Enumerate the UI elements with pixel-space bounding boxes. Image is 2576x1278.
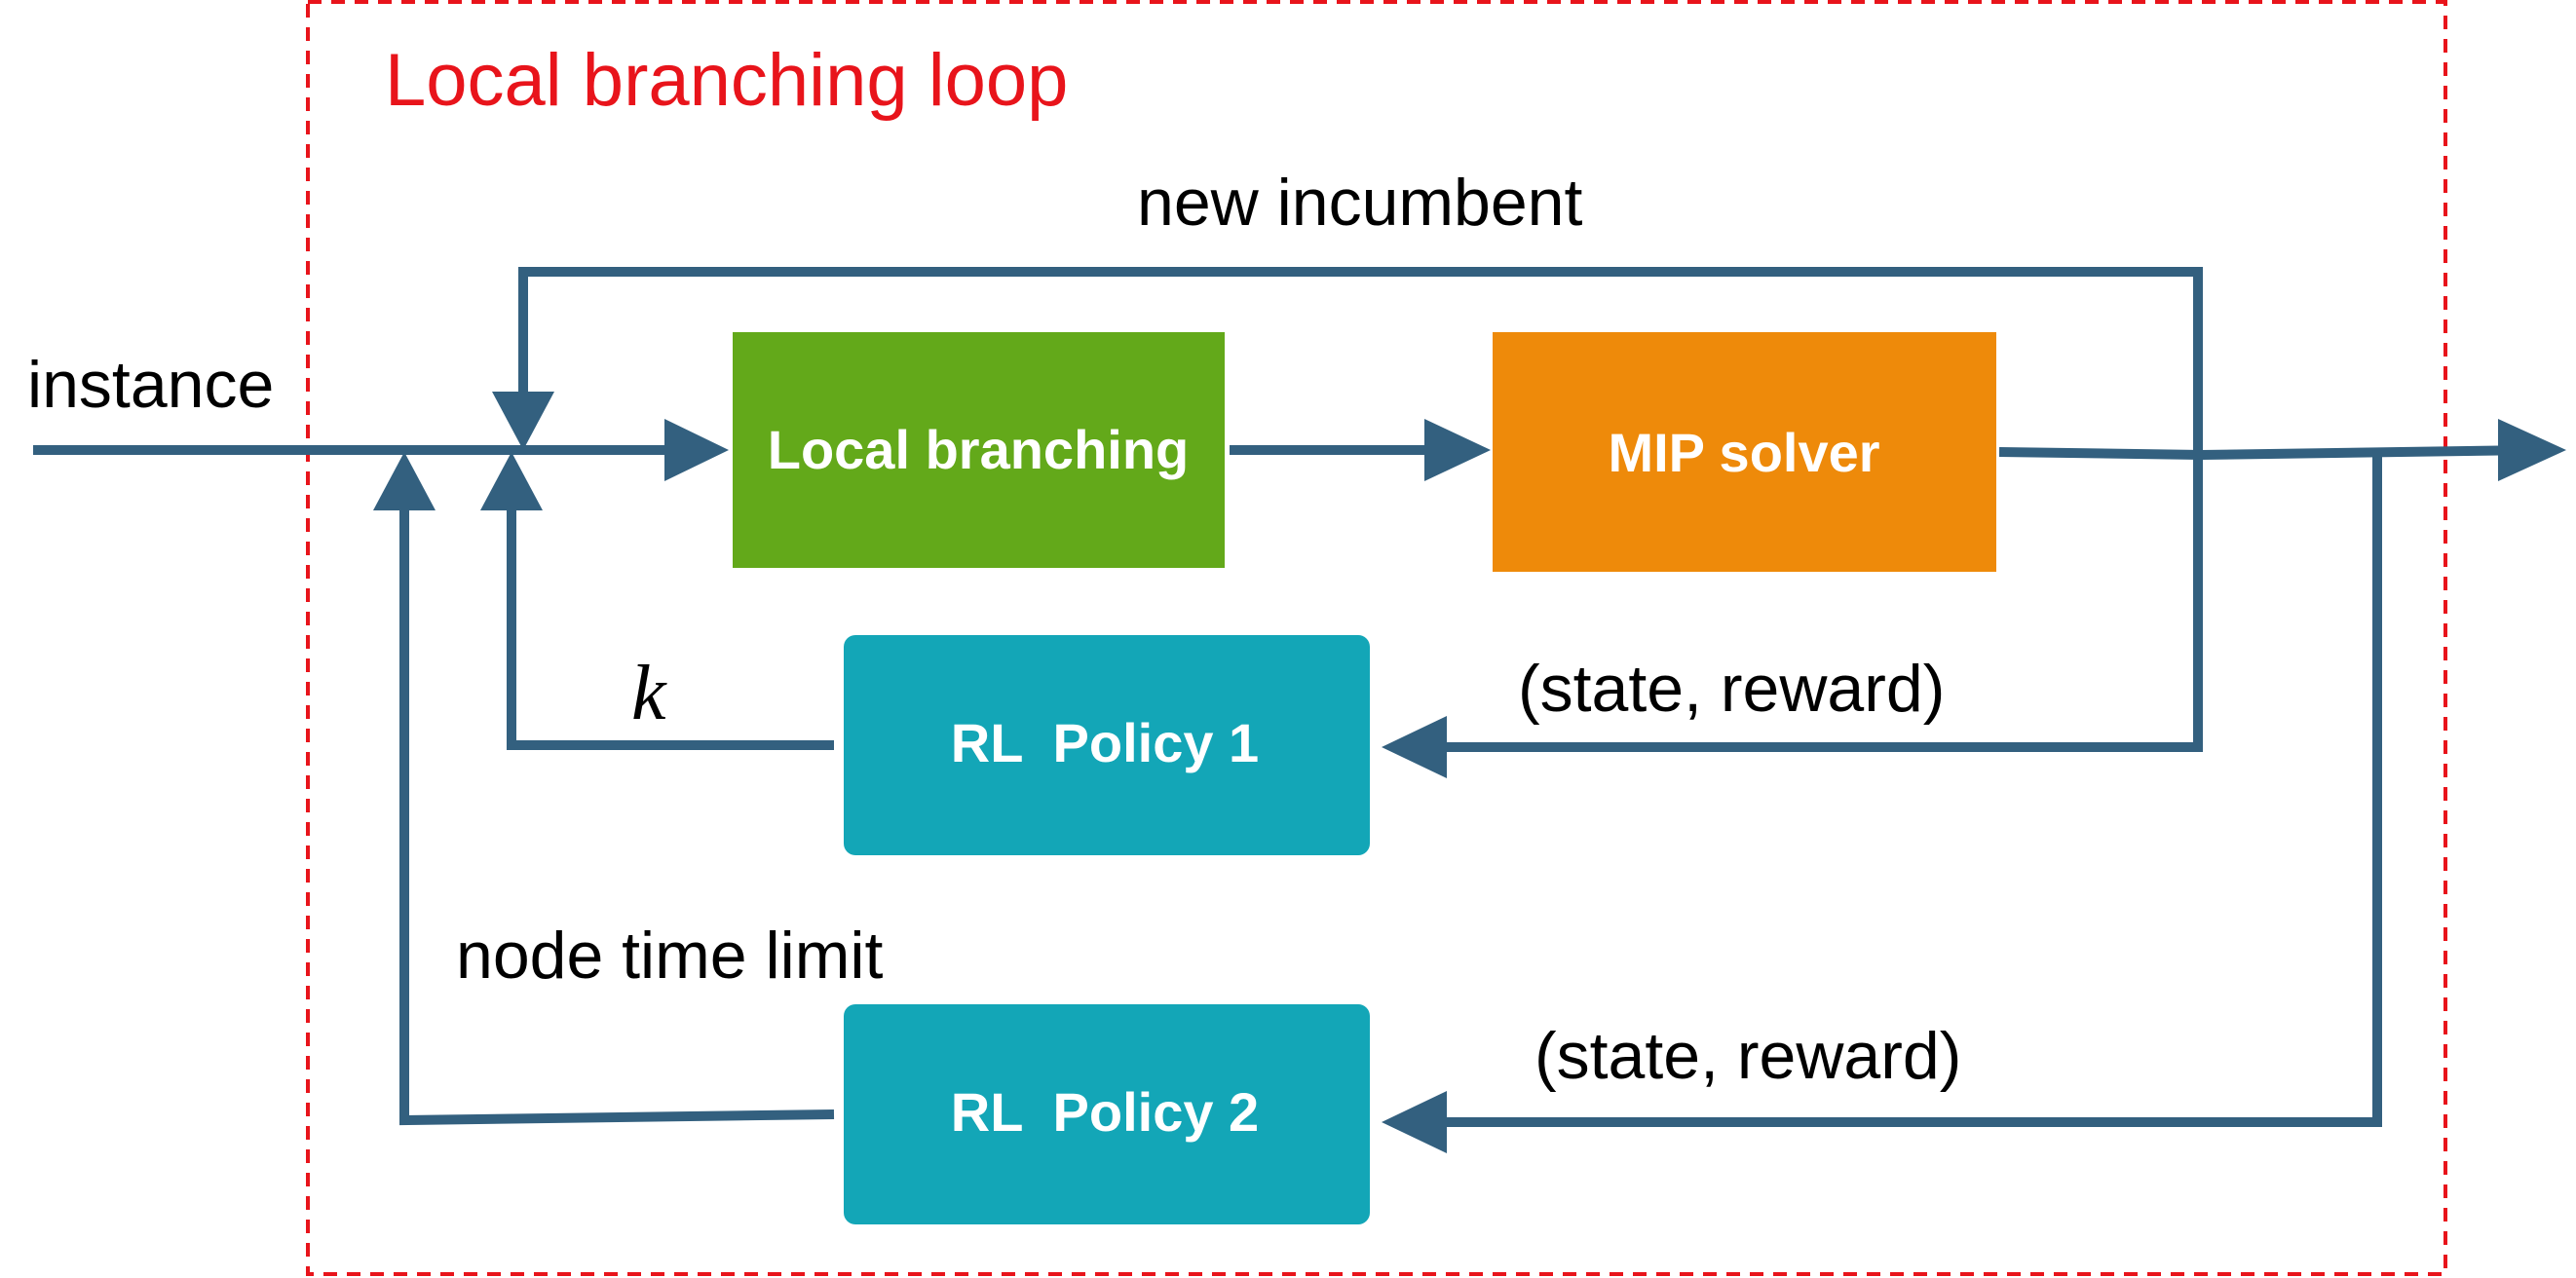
loop-boundary <box>306 0 2447 1276</box>
state-reward-2-edge <box>1432 452 2382 1127</box>
arrowhead-rl-policy-2 <box>1382 1091 1447 1153</box>
local-branching-box <box>733 332 1225 568</box>
state-reward-1-label: (state, reward) <box>1518 652 1945 726</box>
arrowhead-new-incumbent <box>492 392 554 450</box>
new-incumbent-label: new incumbent <box>1137 166 1582 240</box>
node-time-limit-edge <box>399 507 835 1126</box>
rl-policy-1-label: RL Policy 1 <box>951 712 1259 773</box>
arrowhead-rl-policy-1 <box>1382 716 1447 778</box>
rl-policy-1-node: RL Policy 1 <box>844 635 1370 855</box>
k-edge <box>507 507 834 750</box>
local-branching-node: Local branching <box>733 332 1225 568</box>
rl-policy-2-label: RL Policy 2 <box>951 1081 1259 1143</box>
arrowhead-output <box>2498 419 2566 481</box>
arrowhead-mip-solver <box>1424 419 1491 481</box>
new-incumbent-edge <box>518 267 2203 455</box>
mip-solver-label: MIP solver <box>1608 422 1879 483</box>
arrowhead-local-branching <box>664 419 729 481</box>
loop-title: Local branching loop <box>385 39 1068 122</box>
k-label: k <box>631 651 667 736</box>
arrowhead-node-time-limit <box>373 452 436 510</box>
rl-policy-2-box <box>844 1004 1370 1224</box>
local-branching-label: Local branching <box>768 419 1190 480</box>
arrowhead-k <box>480 452 543 510</box>
state-reward-1-edge <box>1432 455 2203 752</box>
mip-solver-node: MIP solver <box>1493 332 1996 572</box>
instance-label: instance <box>27 348 274 422</box>
state-reward-2-label: (state, reward) <box>1534 1019 1961 1093</box>
rl-policy-2-node: RL Policy 2 <box>844 1004 1370 1224</box>
mip-solver-box <box>1493 332 1996 572</box>
mip-output-edge <box>1998 445 2534 461</box>
rl-policy-1-box <box>844 635 1370 855</box>
node-time-limit-label: node time limit <box>456 919 883 993</box>
